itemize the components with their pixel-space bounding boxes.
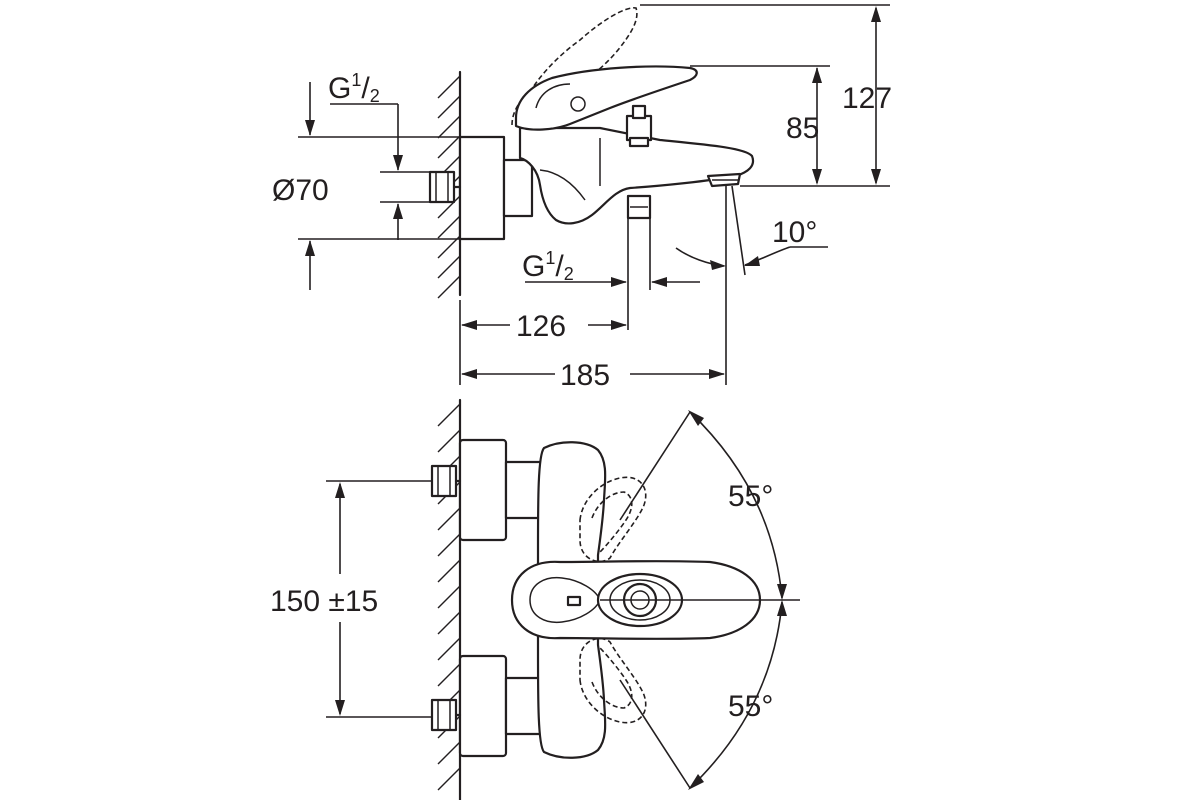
g-half-label-left: G1/2 (328, 70, 380, 106)
nut-upper (430, 464, 458, 498)
spout-angle-label: 10° (772, 216, 817, 249)
rosette-side (458, 135, 506, 241)
diverter-knob (625, 114, 653, 142)
diverter-stem (631, 104, 647, 120)
rosette-upper (458, 438, 508, 542)
g-half-label-outlet: G1/2 (522, 248, 574, 284)
side-dimensions (298, 4, 890, 385)
diameter-label: Ø70 (272, 174, 329, 207)
top-labels: 150 ±15 55° 55° (270, 480, 773, 723)
connector-side (502, 158, 534, 218)
height-total-label: 127 (842, 82, 892, 115)
nut-lower (430, 698, 458, 732)
lever-angle-lower-label: 55° (728, 690, 773, 723)
lever-side (514, 65, 698, 131)
connector-lower (504, 676, 544, 736)
top-dimensions (326, 410, 800, 790)
top-view (430, 398, 762, 800)
mixer-body-side (518, 126, 755, 225)
side-labels: G1/2 Ø70 G1/2 127 85 10° 126 185 (272, 70, 892, 392)
connector-upper (504, 460, 544, 520)
side-view (428, 7, 755, 299)
wall-bottom (437, 398, 462, 800)
lever-angle-upper-label: 55° (728, 480, 773, 513)
depth-total-label: 185 (560, 359, 610, 392)
depth-outlet-label: 126 (516, 310, 566, 343)
rosette-lower (458, 654, 508, 758)
height-spout-label: 85 (786, 112, 819, 145)
nut-side (428, 170, 456, 204)
centers-label: 150 ±15 (270, 585, 378, 618)
lever-mark (566, 595, 582, 607)
